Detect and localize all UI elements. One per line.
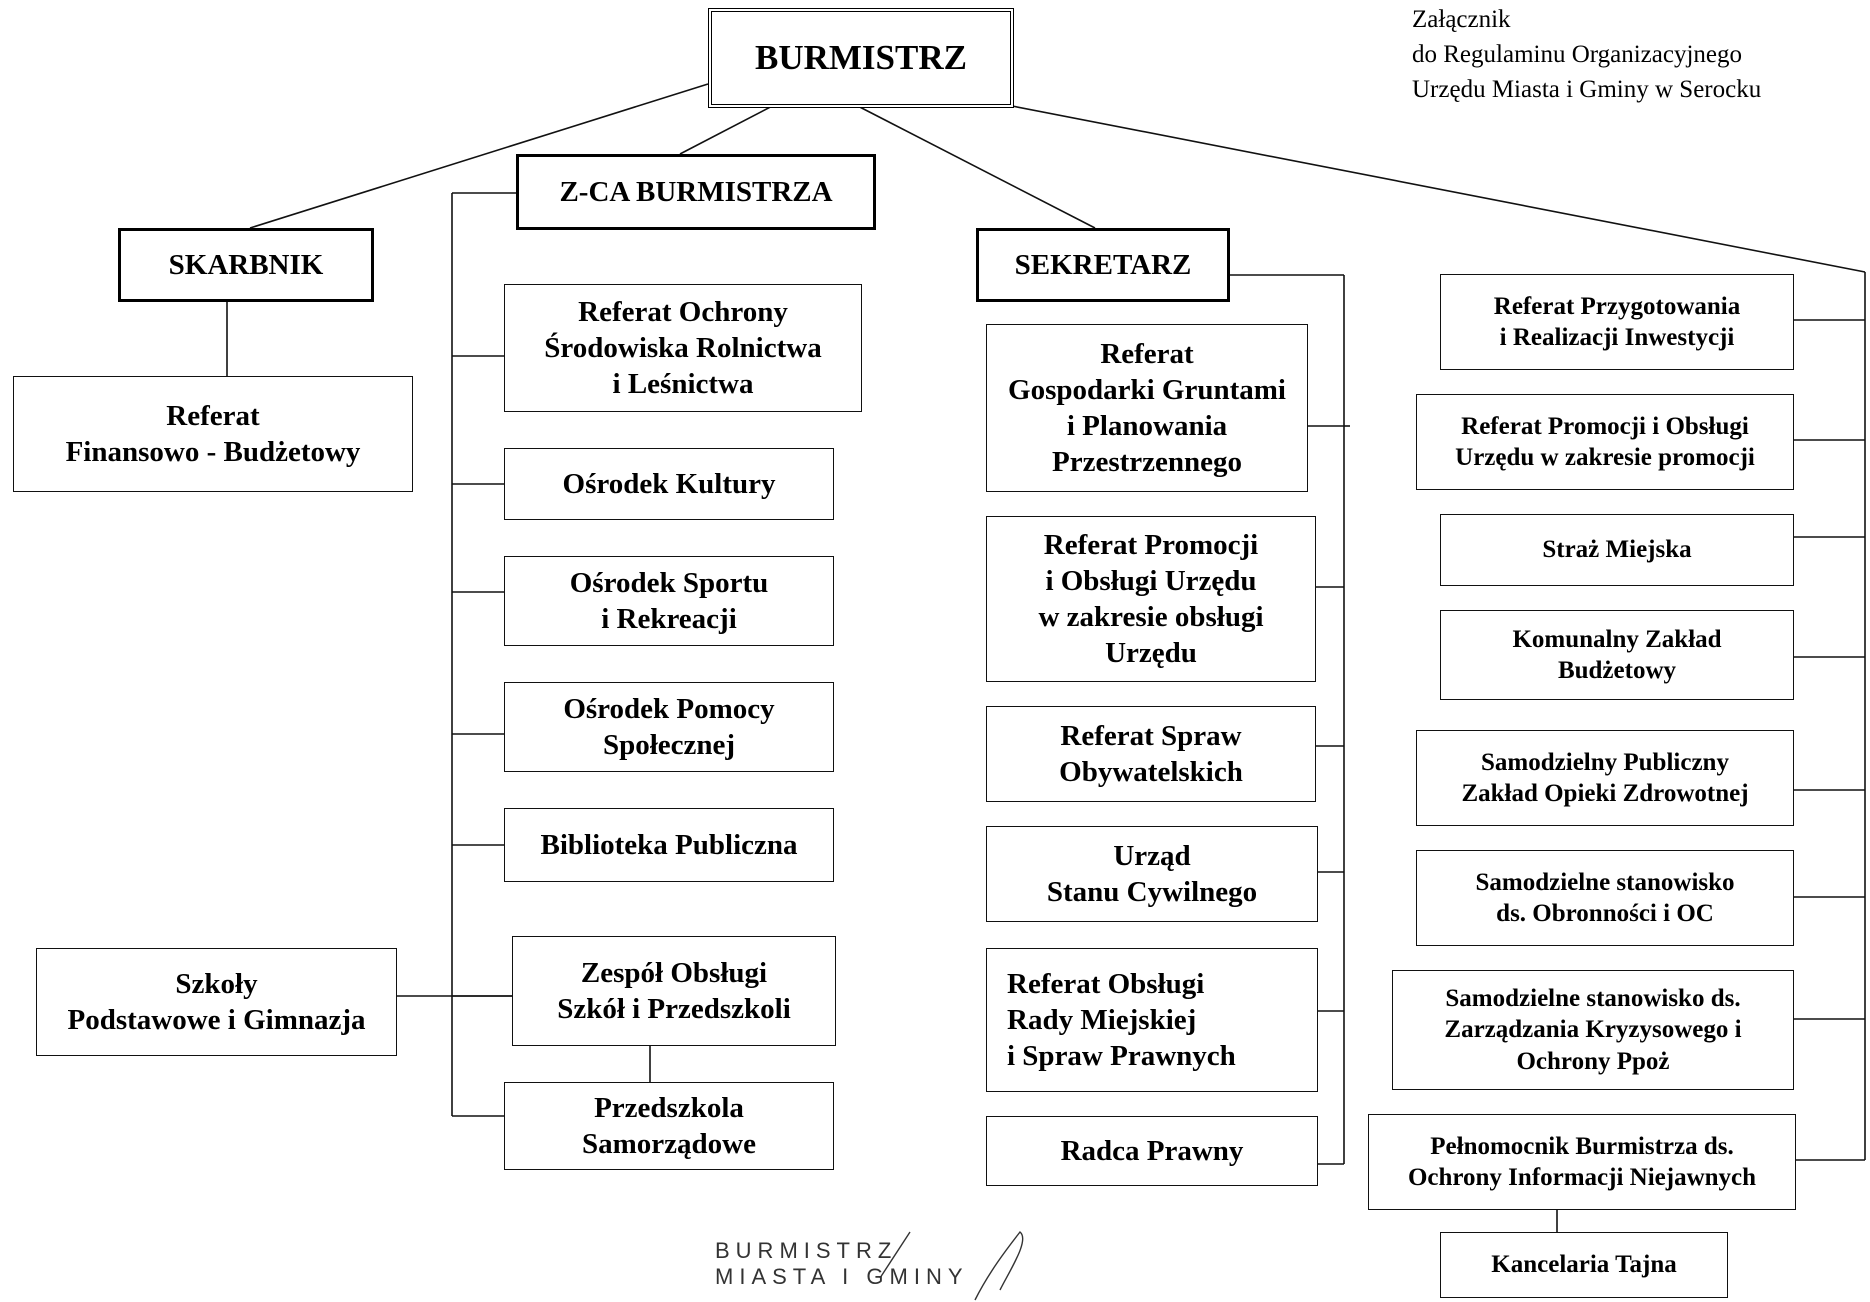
zespol-obslugi-szkol-box: Zespół Obsługi Szkół i Przedszkoli	[512, 936, 836, 1046]
przedszkola-box: Przedszkola Samorządowe	[504, 1082, 834, 1170]
obronnosci-box: Samodzielne stanowisko ds. Obronności i …	[1416, 850, 1794, 946]
osrodek-kultury-box: Ośrodek Kultury	[504, 448, 834, 520]
referat-promocji-obslugi-urzedu-box: Referat Promocji i Obsługi Urzędu w zakr…	[986, 516, 1316, 682]
referat-spraw-obywatelskich-box: Referat Spraw Obywatelskich	[986, 706, 1316, 802]
zca-burmistrza-box: Z-CA BURMISTRZA	[516, 154, 876, 230]
referat-obslugi-rady-box: Referat Obsługi Rady Miejskiej i Spraw P…	[986, 948, 1318, 1092]
skarbnik-box: SKARBNIK	[118, 228, 374, 302]
referat-inwestycji-box: Referat Przygotowania i Realizacji Inwes…	[1440, 274, 1794, 370]
osrodek-pomocy-box: Ośrodek Pomocy Społecznej	[504, 682, 834, 772]
biblioteka-publiczna-box: Biblioteka Publiczna	[504, 808, 834, 882]
referat-promocji-box: Referat Promocji i Obsługi Urzędu w zakr…	[1416, 394, 1794, 490]
komunalny-zaklad-box: Komunalny Zakład Budżetowy	[1440, 610, 1794, 700]
spzoz-box: Samodzielny Publiczny Zakład Opieki Zdro…	[1416, 730, 1794, 826]
radca-prawny-box: Radca Prawny	[986, 1116, 1318, 1186]
referat-ochrony-srodowiska-box: Referat Ochrony Środowiska Rolnictwa i L…	[504, 284, 862, 412]
official-stamp: BURMISTRZ MIASTA I GMINY	[715, 1238, 969, 1289]
straz-miejska-box: Straż Miejska	[1440, 514, 1794, 586]
referat-finansowo-budzetowy-box: Referat Finansowo - Budżetowy	[13, 376, 413, 492]
urzad-stanu-cywilnego-box: Urząd Stanu Cywilnego	[986, 826, 1318, 922]
burmistrz-box: BURMISTRZ	[708, 8, 1014, 108]
szkoly-box: Szkoły Podstawowe i Gimnazja	[36, 948, 397, 1056]
zarzadzania-kryzysowego-box: Samodzielne stanowisko ds. Zarządzania K…	[1392, 970, 1794, 1090]
pelnomocnik-box: Pełnomocnik Burmistrza ds. Ochrony Infor…	[1368, 1114, 1796, 1210]
osrodek-sportu-box: Ośrodek Sportu i Rekreacji	[504, 556, 834, 646]
referat-gospodarki-gruntami-box: Referat Gospodarki Gruntami i Planowania…	[986, 324, 1308, 492]
kancelaria-tajna-box: Kancelaria Tajna	[1440, 1232, 1728, 1298]
sekretarz-box: SEKRETARZ	[976, 228, 1230, 302]
annex-note: Załącznik do Regulaminu Organizacyjnego …	[1412, 6, 1762, 103]
